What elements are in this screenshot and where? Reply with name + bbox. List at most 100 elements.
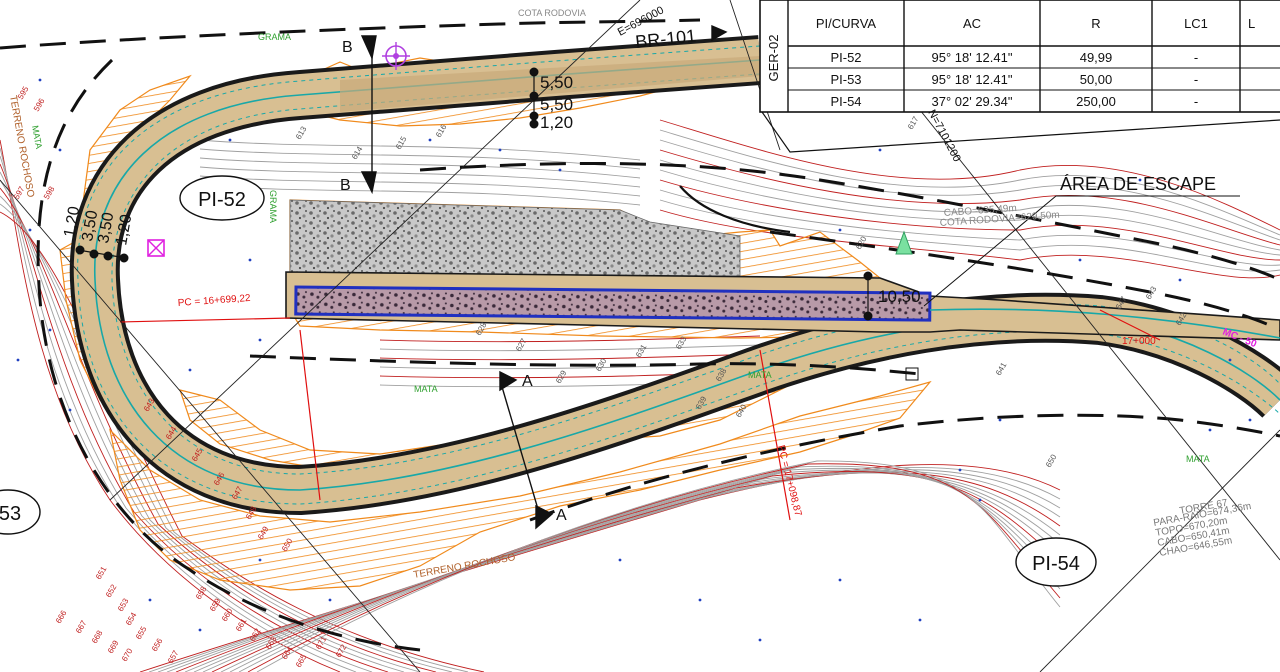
table-cell: 95° 18' 12.41": [932, 72, 1013, 87]
pi52-label: PI-52: [198, 189, 246, 211]
contour-elevation-label: 615: [394, 134, 409, 151]
section-a-arrow-bottom: [535, 504, 554, 530]
pi53-label: 53: [0, 503, 21, 525]
contour-line: [199, 157, 641, 179]
survey-point: [978, 498, 982, 502]
contour-line: [379, 353, 761, 361]
north-symbol-icon: [382, 42, 410, 70]
contour-line: [659, 189, 1280, 266]
contour-line: [659, 149, 1280, 246]
grid-line-3: [0, 179, 421, 672]
dim-line-left: [77, 249, 127, 259]
station-line-pc2: [759, 349, 791, 521]
grid-line-e: [109, 0, 641, 501]
survey-point: [1178, 278, 1182, 282]
section-label: B: [340, 177, 351, 194]
station-line-17: [1099, 309, 1161, 341]
table-cell: 50,00: [1080, 72, 1113, 87]
table-header-cell: L: [1248, 16, 1255, 31]
vegetation-label: GRAMA: [268, 190, 278, 223]
table-leader: [761, 111, 1280, 153]
table-header-cell: AC: [963, 16, 981, 31]
survey-point: [1228, 358, 1232, 362]
contour-elevation-label: 617: [906, 114, 921, 131]
escape-teal-line: [929, 308, 1280, 339]
station-line-pc: [119, 317, 291, 323]
table-header-cell: PI/CURVA: [816, 16, 877, 31]
table-cell: -: [1194, 94, 1198, 109]
survey-point: [618, 558, 622, 562]
contour-elevation-label: 620: [854, 234, 869, 251]
survey-point: [248, 258, 252, 262]
dimension-label: 1,20: [61, 205, 83, 239]
contour-elevation-label: 666: [54, 608, 69, 625]
survey-point: [328, 598, 332, 602]
dimension-label: 1,20: [113, 213, 135, 247]
dim-dot: [119, 253, 129, 263]
survey-point: [38, 78, 42, 82]
dimension-marks: [75, 67, 873, 321]
survey-point: [228, 138, 232, 142]
survey-point: [878, 148, 882, 152]
contour-line: [139, 464, 1061, 672]
survey-point: [958, 468, 962, 472]
pi-callouts: PI-52 53 PI-54: [0, 175, 1097, 587]
contour-elevation-label: 656: [150, 636, 165, 653]
escape-area-label: ÁREA DE ESCAPE: [1060, 174, 1216, 194]
dimension-label: 5,50: [540, 73, 573, 92]
contour-line: [659, 159, 1280, 251]
station-label: PC = 16+699,22: [177, 293, 251, 309]
section-cuts: [360, 24, 728, 530]
right-of-way-lines: [0, 18, 1280, 652]
table-cell: PI-52: [830, 50, 861, 65]
contour-elevation-label: 629: [554, 368, 569, 385]
contour-line: [199, 148, 641, 170]
survey-point: [428, 138, 432, 142]
gravel-bed: [289, 199, 741, 281]
table-background: [759, 0, 1280, 113]
table-cell: 95° 18' 12.41": [932, 50, 1013, 65]
survey-point: [998, 418, 1002, 422]
station-label: 17+000: [1122, 336, 1156, 347]
contour-elevation-label: 672: [334, 642, 349, 659]
br101-arrow: [711, 24, 728, 42]
row-line-bottom: [529, 413, 1280, 522]
survey-point: [198, 628, 202, 632]
table-cell: -: [1194, 72, 1198, 87]
coord-label: N=7101200: [925, 108, 962, 164]
survey-point: [28, 228, 32, 232]
contour-elevation-label: 598: [42, 184, 57, 201]
contour-line: [659, 129, 1280, 236]
contour-line: [229, 467, 1061, 672]
table-header-cell: R: [1091, 16, 1100, 31]
survey-point: [258, 338, 262, 342]
section-line-a: [499, 379, 541, 517]
contour-elevation-label: 596: [32, 96, 47, 113]
table-cell: 49,99: [1080, 50, 1113, 65]
contour-elevation-label: 613: [294, 124, 309, 141]
contour-elevation-label: 658: [194, 584, 209, 601]
pi52-ellipse: [179, 175, 265, 221]
contour-elevation-label: 671: [314, 634, 329, 651]
vegetation-label: MATA: [414, 384, 438, 394]
pi53-ellipse: [0, 489, 41, 535]
grid-line-n: [879, 59, 1280, 561]
survey-point: [1248, 418, 1252, 422]
survey-point: [58, 148, 62, 152]
dimension-label: 10,50: [878, 287, 921, 306]
cota-label: COTA RODOVIA: [518, 8, 586, 18]
contour-elevation-label: 668: [90, 628, 105, 645]
row-line-lower: [249, 354, 921, 376]
escape-lane: [285, 271, 1280, 341]
cota-label: CABO=635,49m: [943, 203, 1017, 219]
contour-line: [199, 175, 641, 197]
contour-elevation-label: 595: [16, 84, 31, 101]
contour-elevation-label: 654: [124, 610, 139, 627]
vegetation-label: MATA: [1186, 454, 1210, 464]
row-line-top: [0, 18, 701, 50]
road-median-strip: [340, 56, 760, 112]
vegetation-label: MATA: [748, 370, 772, 380]
contour-elevation-label: 664: [280, 644, 295, 661]
